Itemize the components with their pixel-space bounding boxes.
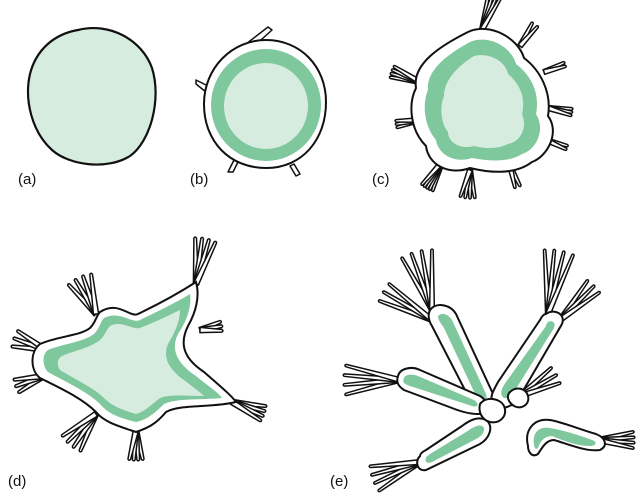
panel-e-small-node (508, 389, 528, 408)
panel-c: (c) (372, 0, 573, 199)
panel-b: (b) (190, 27, 326, 188)
panel-d-label: (d) (8, 473, 26, 490)
panel-e-filopodia (343, 249, 635, 492)
panel-a: (a) (18, 28, 156, 188)
filopodium (543, 65, 566, 74)
panel-b-cytoplasm (224, 63, 308, 149)
filopodium (430, 249, 435, 310)
panel-d: (d) (8, 237, 267, 490)
panel-e-label: (e) (330, 473, 348, 490)
panel-e-arm (527, 420, 605, 456)
panel-c-label: (c) (372, 171, 390, 188)
panel-e-center-node (479, 399, 505, 422)
panel-a-label: (a) (18, 171, 36, 188)
panel-b-spike (290, 164, 300, 176)
panel-b-label: (b) (190, 171, 208, 188)
panel-e: (e) (330, 249, 635, 492)
panel-e-arm (417, 418, 490, 470)
